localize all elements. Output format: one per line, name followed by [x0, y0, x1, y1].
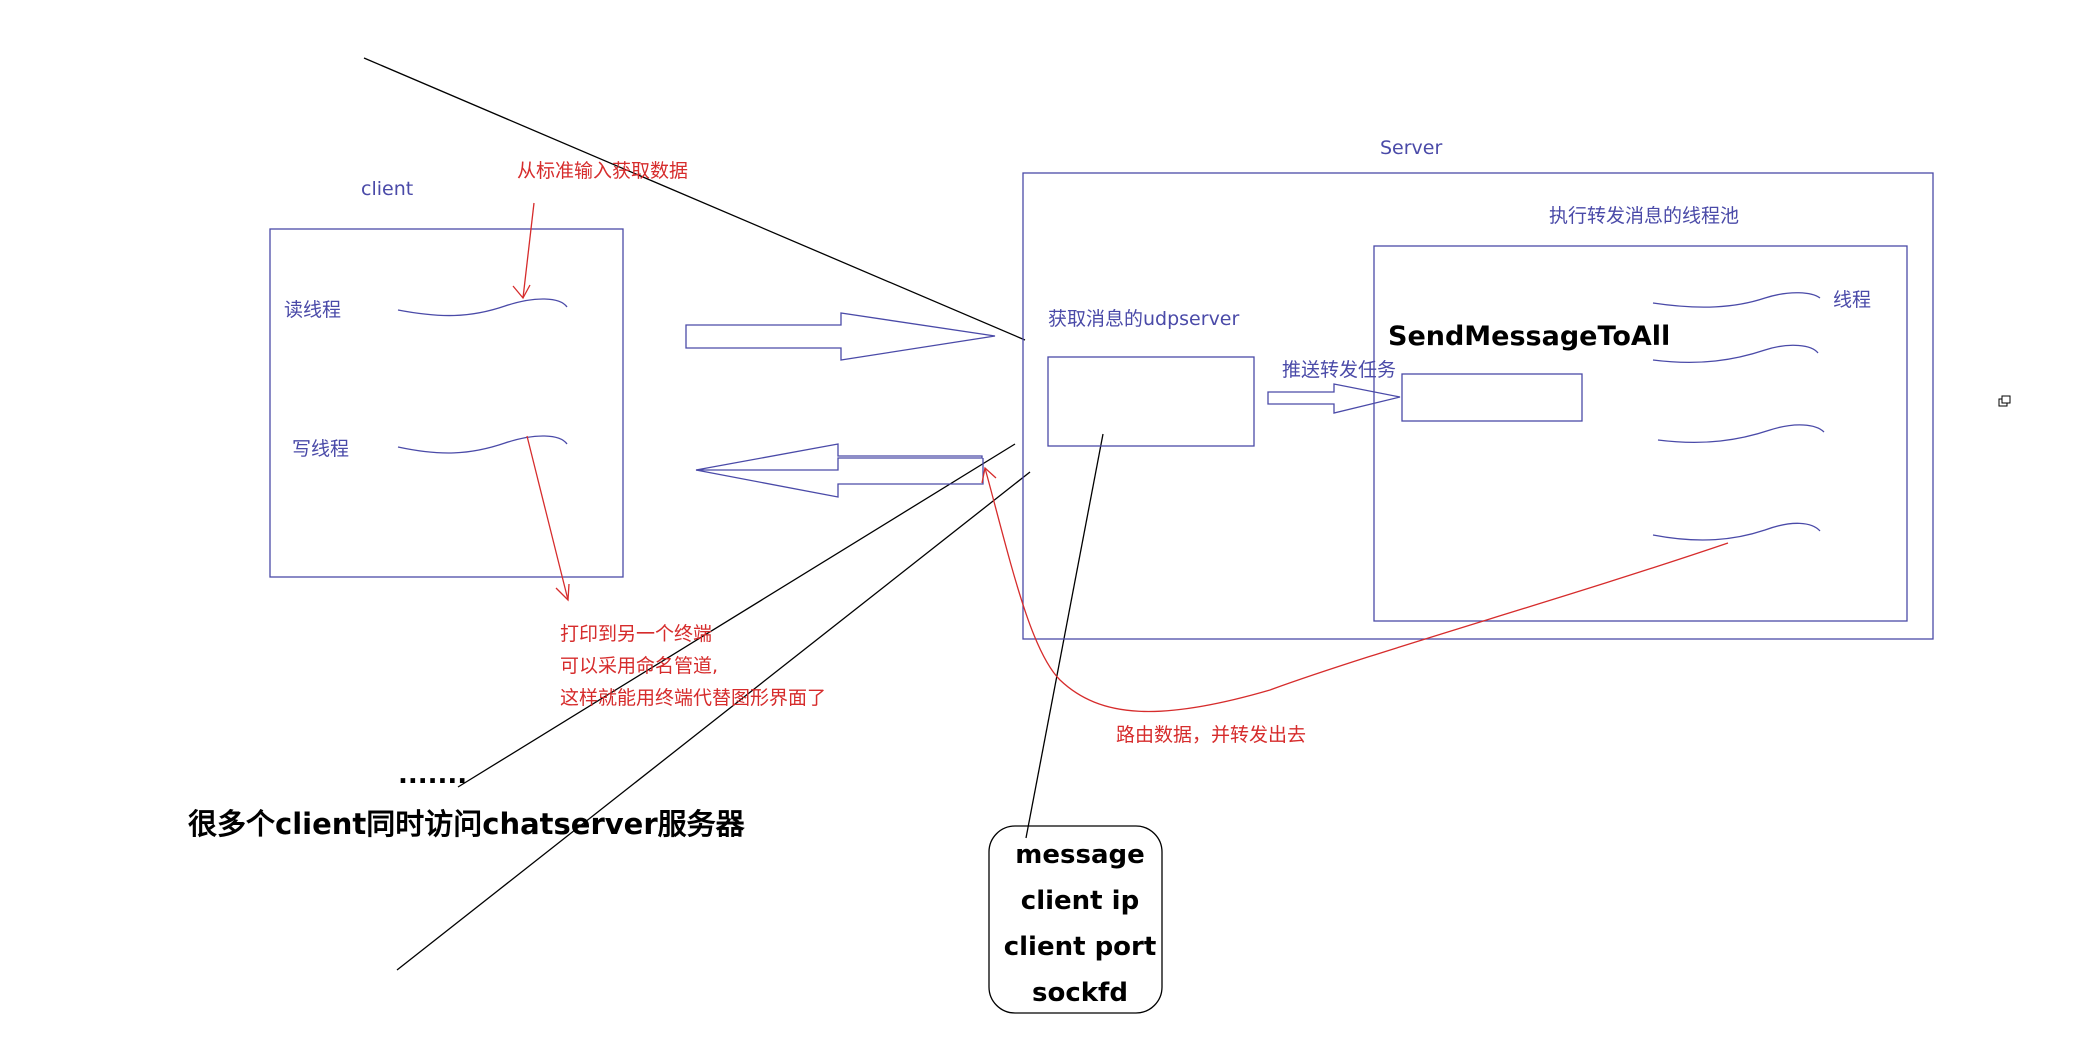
connector-line-middle	[457, 443, 1016, 788]
read-thread-label: 读线程	[284, 299, 341, 321]
thread-label: 线程	[1833, 289, 1871, 311]
stdin-arrow	[522, 202, 535, 299]
push-task-label: 推送转发任务	[1282, 359, 1396, 381]
print-note-line-2: 可以采用命名管道,	[560, 655, 718, 677]
client-box	[269, 228, 624, 578]
route-note: 路由数据，并转发出去	[1116, 724, 1306, 746]
message-info-box	[988, 825, 1163, 1014]
restore-window-icon[interactable]	[1998, 395, 2011, 407]
thread-wave-3	[1657, 424, 1825, 444]
read-thread-wave	[397, 298, 568, 317]
print-note-line-1: 打印到另一个终端	[560, 623, 712, 645]
write-thread-label: 写线程	[292, 438, 349, 460]
thread-pool-label: 执行转发消息的线程池	[1549, 205, 1739, 227]
task-box	[1401, 373, 1583, 422]
arrow-push-task	[1267, 383, 1401, 414]
message-field: message	[1015, 840, 1144, 870]
server-box	[1022, 172, 1934, 640]
arrow-server-to-client-body	[695, 458, 984, 498]
print-note-line-3: 这样就能用终端代替图形界面了	[560, 687, 826, 709]
stdin-arrow-head	[512, 284, 531, 300]
print-arrow	[526, 435, 569, 601]
thread-wave-4	[1652, 522, 1821, 541]
route-curve	[984, 467, 1729, 713]
server-label: Server	[1380, 137, 1442, 159]
connector-line-bottom	[396, 471, 1031, 971]
print-arrow-head	[555, 583, 570, 602]
sockfd-field: sockfd	[1032, 978, 1128, 1008]
arrow-client-to-server	[685, 312, 996, 361]
connector-line-to-message-box	[1025, 433, 1104, 839]
thread-wave-1	[1652, 292, 1821, 308]
thread-wave-2	[1652, 344, 1819, 364]
client-port-field: client port	[1004, 932, 1157, 962]
stdin-note: 从标准输入获取数据	[517, 160, 688, 182]
udpserver-label: 获取消息的udpserver	[1048, 308, 1239, 330]
udpserver-box	[1047, 356, 1255, 447]
arrow-server-to-client	[695, 443, 983, 471]
ellipsis-label: .......	[398, 760, 467, 790]
route-curve-head	[981, 466, 997, 484]
client-label: client	[361, 178, 413, 200]
connector-line-top	[363, 57, 1026, 341]
thread-pool-box	[1373, 245, 1908, 622]
write-thread-wave	[397, 435, 568, 454]
client-ip-field: client ip	[1021, 886, 1139, 916]
send-message-to-all-label: SendMessageToAll	[1388, 321, 1670, 352]
many-clients-label: 很多个client同时访问chatserver服务器	[188, 807, 746, 841]
